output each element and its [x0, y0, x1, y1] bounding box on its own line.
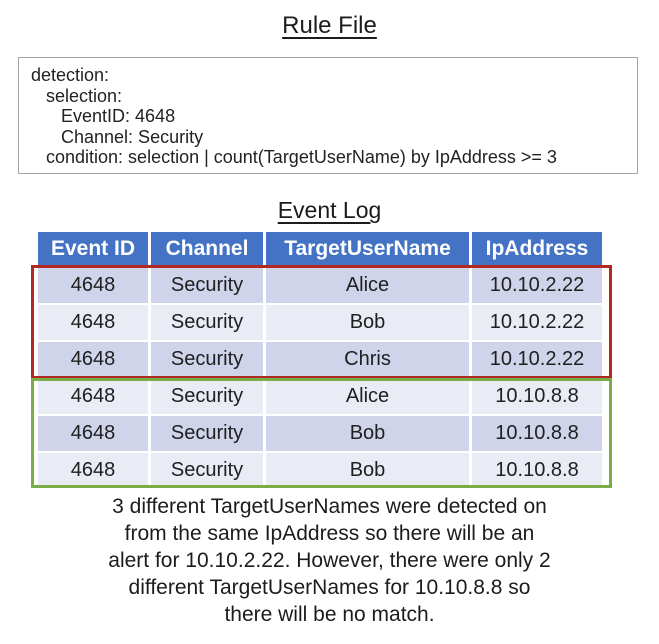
explanation-line: different TargetUserNames for 10.10.8.8 …: [128, 576, 531, 599]
explanation-line: alert for 10.10.2.22. However, there wer…: [108, 549, 551, 572]
cell-ipaddress: 10.10.8.8: [472, 416, 602, 451]
rule-line-channel: Channel: Security: [31, 126, 204, 147]
cell-channel: Security: [151, 453, 263, 488]
cell-event-id: 4648: [38, 416, 148, 451]
column-header-event-id: Event ID: [38, 232, 148, 266]
rule-line-detection: detection:: [31, 65, 110, 85]
rule-file-box: detection: selection: EventID: 4648 Chan…: [18, 57, 638, 174]
cell-channel: Security: [151, 268, 263, 303]
cell-event-id: 4648: [38, 342, 148, 377]
cell-targetusername: Bob: [266, 416, 469, 451]
cell-channel: Security: [151, 379, 263, 414]
rule-line-eventid: EventID: 4648: [31, 106, 176, 126]
cell-event-id: 4648: [38, 453, 148, 488]
explanation-line: there will be no match.: [224, 603, 435, 626]
rule-line-selection: selection:: [31, 85, 123, 106]
table-row: 4648 Security Bob 10.10.8.8: [38, 453, 602, 488]
cell-targetusername: Bob: [266, 453, 469, 488]
cell-targetusername: Bob: [266, 305, 469, 340]
cell-ipaddress: 10.10.8.8: [472, 379, 602, 414]
cell-ipaddress: 10.10.2.22: [472, 268, 602, 303]
event-log-title: Event Log: [277, 197, 382, 223]
cell-targetusername: Alice: [266, 379, 469, 414]
event-log-table: Event ID Channel TargetUserName IpAddres…: [31, 230, 612, 490]
table-row: 4648 Security Alice 10.10.2.22: [38, 268, 602, 303]
explanation-line: from the same IpAddress so there will be…: [124, 522, 535, 545]
cell-event-id: 4648: [38, 268, 148, 303]
table-row: 4648 Security Bob 10.10.8.8: [38, 416, 602, 451]
explanation-text: 3 different TargetUserNames were detecte…: [0, 493, 659, 628]
table-header-row: Event ID Channel TargetUserName IpAddres…: [38, 232, 602, 266]
table-row: 4648 Security Alice 10.10.8.8: [38, 379, 602, 414]
cell-ipaddress: 10.10.2.22: [472, 342, 602, 377]
cell-event-id: 4648: [38, 379, 148, 414]
cell-targetusername: Alice: [266, 268, 469, 303]
cell-channel: Security: [151, 416, 263, 451]
explanation-line: 3 different TargetUserNames were detecte…: [112, 495, 547, 518]
table-row: 4648 Security Bob 10.10.2.22: [38, 305, 602, 340]
cell-channel: Security: [151, 305, 263, 340]
cell-ipaddress: 10.10.8.8: [472, 453, 602, 488]
rule-file-title: Rule File: [282, 12, 377, 39]
table-row: 4648 Security Chris 10.10.2.22: [38, 342, 602, 377]
cell-targetusername: Chris: [266, 342, 469, 377]
column-header-channel: Channel: [151, 232, 263, 266]
cell-event-id: 4648: [38, 305, 148, 340]
column-header-ipaddress: IpAddress: [472, 232, 602, 266]
cell-ipaddress: 10.10.2.22: [472, 305, 602, 340]
cell-channel: Security: [151, 342, 263, 377]
column-header-targetusername: TargetUserName: [266, 232, 469, 266]
rule-line-condition: condition: selection | count(TargetUserN…: [31, 147, 557, 167]
